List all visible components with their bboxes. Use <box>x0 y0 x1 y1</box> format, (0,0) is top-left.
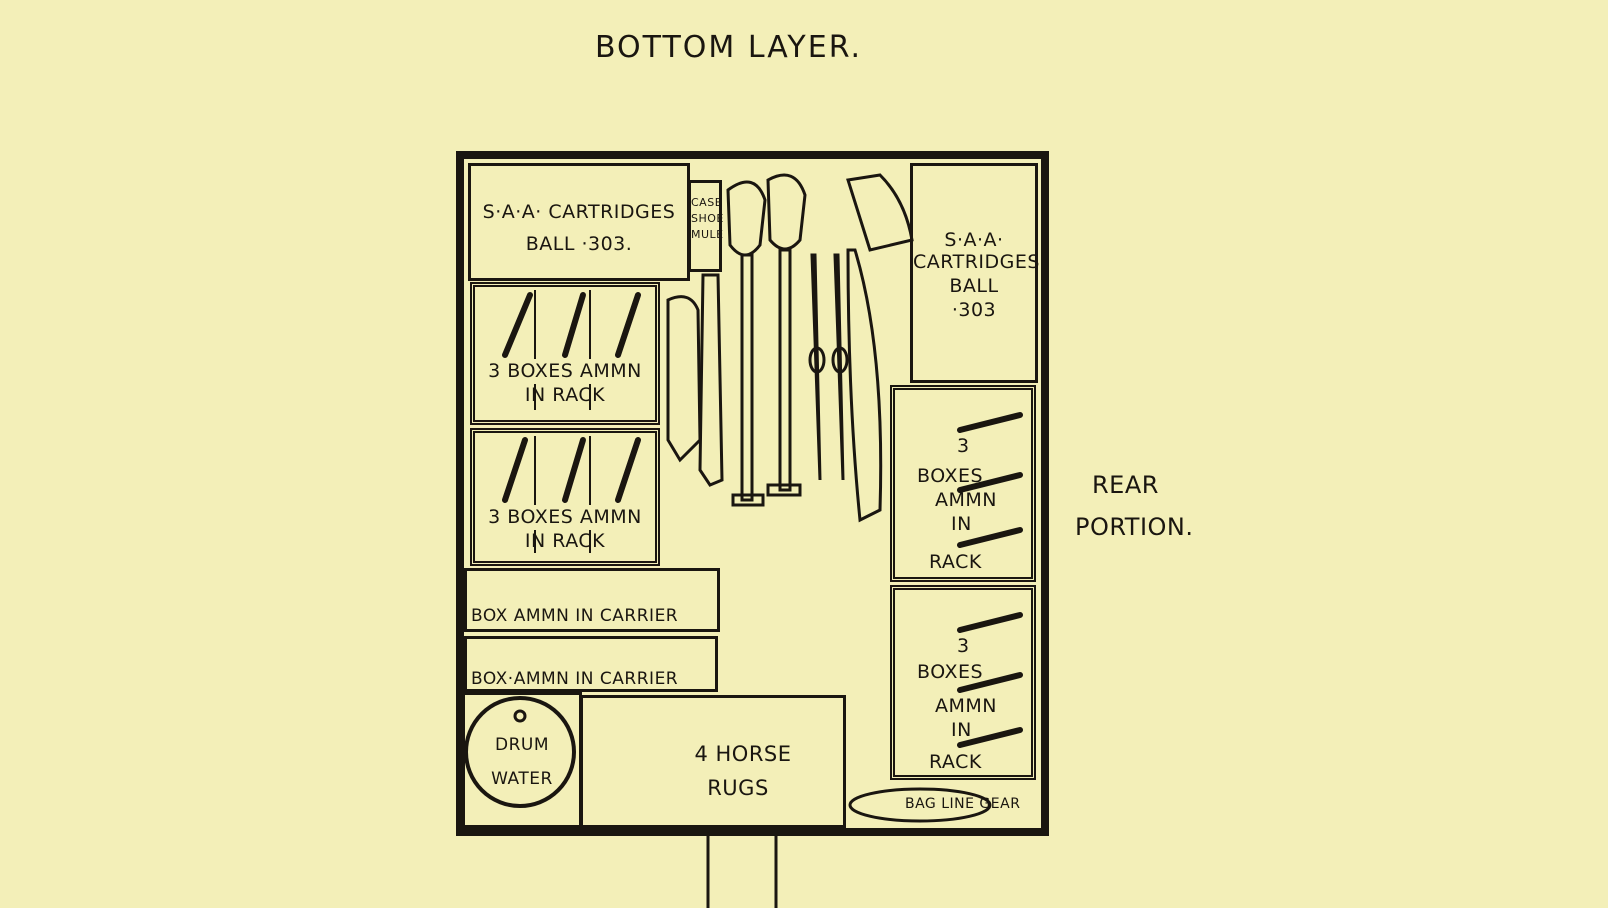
label: AMMN <box>935 695 997 717</box>
label: IN RACK <box>524 384 606 406</box>
ammo-carrier-2: BOX·AMMN IN CARRIER <box>464 636 718 692</box>
rear-label: REAR <box>1092 471 1159 499</box>
label: 3 <box>957 435 970 457</box>
ammo-rack-left-2: 3 BOXES AMMN IN RACK <box>470 428 660 566</box>
label: CASE <box>691 196 723 209</box>
label: IN <box>951 513 972 535</box>
label: AMMN <box>935 489 997 511</box>
portion-label: PORTION. <box>1075 513 1194 541</box>
horse-rugs: 4 HORSE RUGS <box>580 695 846 828</box>
label: BOXES <box>917 661 984 683</box>
label: S·A·A· CARTRIDGES <box>482 201 676 223</box>
label: SHOE <box>691 212 724 225</box>
label: 3 BOXES AMMN <box>475 505 655 530</box>
diagram-title: BOTTOM LAYER. <box>595 30 863 65</box>
label: BOX AMMN IN CARRIER <box>471 606 679 626</box>
label: BALL ·303. <box>525 233 633 255</box>
wagon-outline <box>456 151 1049 836</box>
label: BALL <box>949 275 999 297</box>
saa-cartridges-right: S·A·A· CARTRIDGES BALL ·303 <box>910 163 1040 383</box>
label: 4 HORSE <box>694 742 792 766</box>
label: IN <box>951 719 972 741</box>
ammo-rack-right-1: 3 BOXES AMMN IN RACK <box>890 385 1036 582</box>
label: RUGS <box>707 776 769 800</box>
label: S·A·A· <box>944 229 1004 251</box>
label: RACK <box>929 551 982 573</box>
label: CARTRIDGES <box>913 251 1040 273</box>
ammo-rack-right-2: 3 BOXES AMMN IN RACK <box>890 585 1036 780</box>
label: RACK <box>929 751 982 773</box>
label: IN RACK <box>524 530 606 552</box>
label: WATER <box>491 769 553 789</box>
bag-outline <box>848 787 992 823</box>
bag-line-gear-label: BAG LINE GEAR <box>905 796 1021 812</box>
water-drum: DRUM WATER <box>462 692 582 828</box>
case-shoe-mule: CASE SHOE MULE <box>688 180 724 272</box>
label: 3 <box>957 635 970 657</box>
pick-handle-icon <box>666 273 724 487</box>
label: 3 BOXES AMMN <box>475 359 655 384</box>
shovel-icon <box>766 173 807 497</box>
drum-outline <box>464 696 576 808</box>
pickaxe-icon <box>808 253 849 481</box>
label: MULE <box>691 228 724 241</box>
shovel-icon <box>726 180 767 507</box>
ammo-carrier-1: BOX AMMN IN CARRIER <box>464 568 720 632</box>
label: BOXES <box>917 465 984 487</box>
label: DRUM <box>494 735 549 755</box>
label: ·303 <box>951 299 997 321</box>
cartridge-rods <box>502 292 1023 748</box>
ammo-rack-left-1: 3 BOXES AMMN IN RACK <box>470 282 660 425</box>
label: BOX·AMMN IN CARRIER <box>471 669 679 689</box>
saa-cartridges-left: S·A·A· CARTRIDGES BALL ·303. <box>468 163 690 281</box>
